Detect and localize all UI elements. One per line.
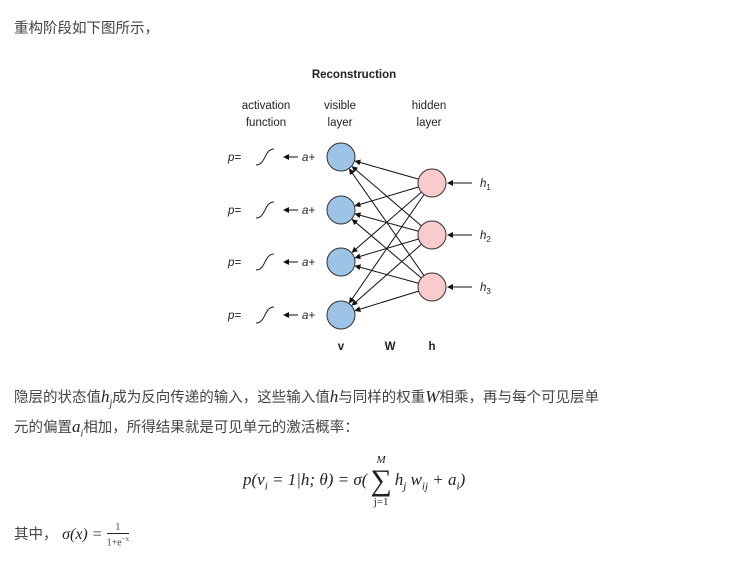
weight-edge <box>351 219 422 279</box>
where-line: 其中， σ(x) = 1 1+e−x <box>14 522 130 549</box>
p-label: p= <box>227 310 241 322</box>
visible-node <box>326 247 356 277</box>
sigmoid-icon <box>255 306 275 324</box>
w-label: W <box>385 341 396 353</box>
a-label: a+ <box>302 205 315 217</box>
sigma-def: σ(x) = <box>62 526 107 544</box>
hidden-label-2: layer <box>417 117 442 129</box>
visible-label-2: layer <box>328 117 353 129</box>
weight-edge <box>351 166 422 227</box>
rbm-reconstruction-diagram: Reconstruction activation function visib… <box>227 69 491 353</box>
p-label: p= <box>227 205 241 217</box>
hidden-input-label: h1 <box>480 178 491 192</box>
h-label: h <box>428 341 435 353</box>
hidden-node <box>417 272 447 302</box>
sum-sign: ∑ <box>370 464 392 497</box>
math-a-i: ai <box>72 417 84 440</box>
weight-edge <box>349 168 425 276</box>
weight-edge <box>354 290 419 312</box>
probability-equation: p(vi = 1|h; θ) = σ( M ∑ j=1 hj wij + ai) <box>243 454 465 508</box>
sigmoid-icon <box>255 253 275 271</box>
text: 元的偏置 <box>14 420 72 436</box>
paragraph-line-1: 隐层的状态值hj成为反向传递的输入，这些输入值h与同样的权重W相乘，再与每个可见… <box>14 386 599 409</box>
hidden-input-label: h2 <box>480 230 491 244</box>
text: 相加，所得结果就是可见单元的激活概率： <box>83 420 359 436</box>
hidden-node <box>417 220 447 250</box>
intro-text: 重构阶段如下图所示， <box>14 21 159 37</box>
hidden-label-1: hidden <box>412 100 447 112</box>
activation-label-2: function <box>246 117 286 129</box>
a-label: a+ <box>302 310 315 322</box>
equation-rhs: hj wij + ai) <box>394 469 466 493</box>
a-label: a+ <box>302 257 315 269</box>
equation-lhs: p(vi = 1|h; θ) = σ( <box>243 469 368 493</box>
text: 隐层的状态值 <box>14 390 101 406</box>
p-label: p= <box>227 152 241 164</box>
math-w: W <box>425 387 440 406</box>
a-label: a+ <box>302 152 315 164</box>
hidden-input-label: h3 <box>480 282 491 296</box>
weight-edge <box>354 264 419 284</box>
p-label: p= <box>227 257 241 269</box>
text: 相乘，再与每个可见层单 <box>439 390 599 406</box>
sum-upper: M <box>376 454 386 466</box>
hidden-node <box>417 168 447 198</box>
summation: M ∑ j=1 <box>370 454 391 508</box>
math-h: h <box>329 387 339 406</box>
text: 成为反向传递的输入，这些输入值 <box>112 390 330 406</box>
sum-lower: j=1 <box>373 496 389 508</box>
visible-label-1: visible <box>324 100 356 112</box>
activation-label-1: activation <box>242 100 291 112</box>
fraction: 1 1+e−x <box>106 522 130 549</box>
visible-node <box>326 142 356 172</box>
weight-edge <box>354 159 419 180</box>
paragraph-line-2: 元的偏置ai相加，所得结果就是可见单元的激活概率： <box>14 416 359 439</box>
diagram-title: Reconstruction <box>312 69 396 81</box>
visible-node <box>326 195 356 225</box>
text: 其中， <box>14 527 58 544</box>
math-h-j: hj <box>101 387 113 410</box>
text: 与同样的权重 <box>338 390 426 406</box>
sigmoid-icon <box>255 201 275 219</box>
v-label: v <box>338 341 345 353</box>
sigmoid-icon <box>255 148 275 166</box>
visible-node <box>326 300 356 330</box>
